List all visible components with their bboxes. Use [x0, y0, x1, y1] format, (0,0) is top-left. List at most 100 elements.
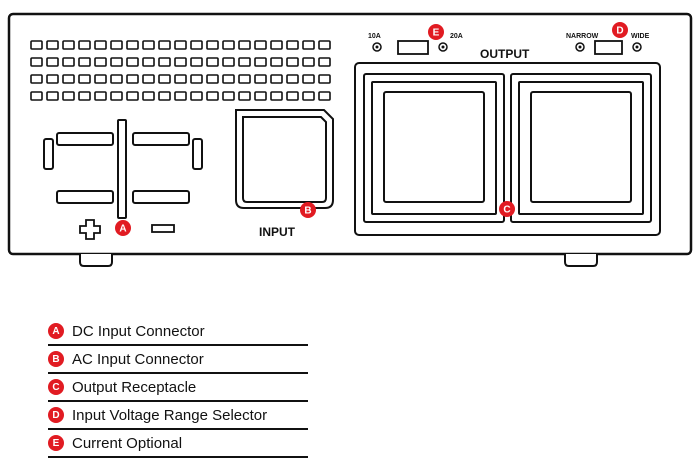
legend-badge-e: E — [48, 435, 64, 451]
ventilation-grille — [30, 40, 331, 101]
vent-slot — [206, 91, 219, 101]
right-foot — [564, 254, 598, 267]
legend-text-c: Output Receptacle — [72, 378, 197, 396]
vent-slot — [174, 40, 187, 50]
range-selector-switch[interactable] — [594, 40, 623, 55]
vent-slot — [174, 57, 187, 67]
range-switch-left-screw-dot — [578, 45, 582, 49]
range-narrow-label: NARROW — [566, 33, 599, 40]
vent-slot — [126, 74, 139, 84]
legend-item-b: B AC Input Connector — [48, 346, 308, 374]
vent-slot — [286, 57, 299, 67]
vent-slot — [190, 74, 203, 84]
vent-slot — [110, 74, 123, 84]
vent-slot — [286, 74, 299, 84]
vent-slot — [158, 57, 171, 67]
vent-slot — [30, 57, 43, 67]
legend-text-b: AC Input Connector — [72, 350, 204, 368]
vent-slot — [78, 74, 91, 84]
range-switch-right-screw-dot — [635, 45, 639, 49]
output-receptacle-panel — [354, 62, 661, 236]
left-foot — [79, 254, 113, 267]
vent-slot — [142, 91, 155, 101]
vent-slot — [78, 40, 91, 50]
vent-slot — [238, 74, 251, 84]
vent-slot — [62, 40, 75, 50]
vent-slot — [142, 74, 155, 84]
callout-d: D — [612, 22, 628, 38]
callout-a-letter: A — [119, 224, 126, 235]
vent-slot — [270, 57, 283, 67]
callout-e: E — [428, 24, 444, 40]
vent-slot — [46, 74, 59, 84]
vent-slot — [94, 57, 107, 67]
vent-slot — [222, 57, 235, 67]
legend-text-a: DC Input Connector — [72, 322, 205, 340]
current-20a-label: 20A — [450, 33, 463, 40]
vent-slot — [142, 40, 155, 50]
vent-slot — [158, 91, 171, 101]
vent-slot — [206, 74, 219, 84]
vent-slot — [286, 40, 299, 50]
device-front-panel-diagram: INPUT OUTPUT 10A 20A NARROW WIDE A B C D — [7, 12, 693, 267]
legend-badge-a: A — [48, 323, 64, 339]
callout-d-letter: D — [616, 26, 623, 37]
callout-c: C — [499, 201, 515, 217]
legend-item-e: E Current Optional — [48, 430, 308, 458]
vent-slot — [302, 40, 315, 50]
ac-input-connector — [235, 109, 334, 209]
legend-item-a: A DC Input Connector — [48, 318, 308, 346]
vent-slot — [142, 57, 155, 67]
vent-slot — [302, 57, 315, 67]
vent-slot — [94, 74, 107, 84]
callout-b: B — [300, 202, 316, 218]
vent-slot — [254, 57, 267, 67]
vent-slot — [78, 57, 91, 67]
callout-a: A — [115, 220, 131, 236]
vent-slot — [174, 74, 187, 84]
vent-slot — [238, 40, 251, 50]
plus-icon — [79, 219, 101, 240]
legend: A DC Input Connector B AC Input Connecto… — [48, 318, 308, 458]
vent-slot — [126, 57, 139, 67]
vent-slot — [46, 40, 59, 50]
vent-slot — [254, 40, 267, 50]
vent-slot — [270, 74, 283, 84]
vent-slot — [318, 40, 331, 50]
vent-slot — [30, 40, 43, 50]
vent-slot — [254, 74, 267, 84]
minus-icon — [151, 224, 175, 233]
current-10a-label: 10A — [368, 33, 381, 40]
output-label: OUTPUT — [480, 47, 530, 61]
vent-slot — [222, 91, 235, 101]
vent-slot — [174, 91, 187, 101]
legend-badge-c: C — [48, 379, 64, 395]
input-label: INPUT — [259, 225, 296, 239]
legend-text-e: Current Optional — [72, 434, 183, 452]
vent-slot — [94, 91, 107, 101]
vent-slot — [62, 57, 75, 67]
vent-slot — [238, 91, 251, 101]
vent-slot — [318, 91, 331, 101]
range-wide-label: WIDE — [631, 33, 650, 40]
vent-slot — [126, 91, 139, 101]
vent-slot — [110, 57, 123, 67]
callout-c-letter: C — [503, 205, 510, 216]
vent-slot — [30, 74, 43, 84]
vent-slot — [110, 91, 123, 101]
vent-slot — [46, 91, 59, 101]
vent-slot — [318, 74, 331, 84]
vent-slot — [30, 91, 43, 101]
vent-slot — [222, 74, 235, 84]
vent-slot — [318, 57, 331, 67]
vent-slot — [62, 91, 75, 101]
vent-slot — [158, 74, 171, 84]
vent-slot — [94, 40, 107, 50]
vent-slot — [270, 91, 283, 101]
vent-slot — [238, 57, 251, 67]
vent-slot — [206, 40, 219, 50]
vent-slot — [302, 74, 315, 84]
vent-slot — [222, 40, 235, 50]
current-selector-switch[interactable] — [397, 40, 429, 55]
vent-slot — [190, 40, 203, 50]
